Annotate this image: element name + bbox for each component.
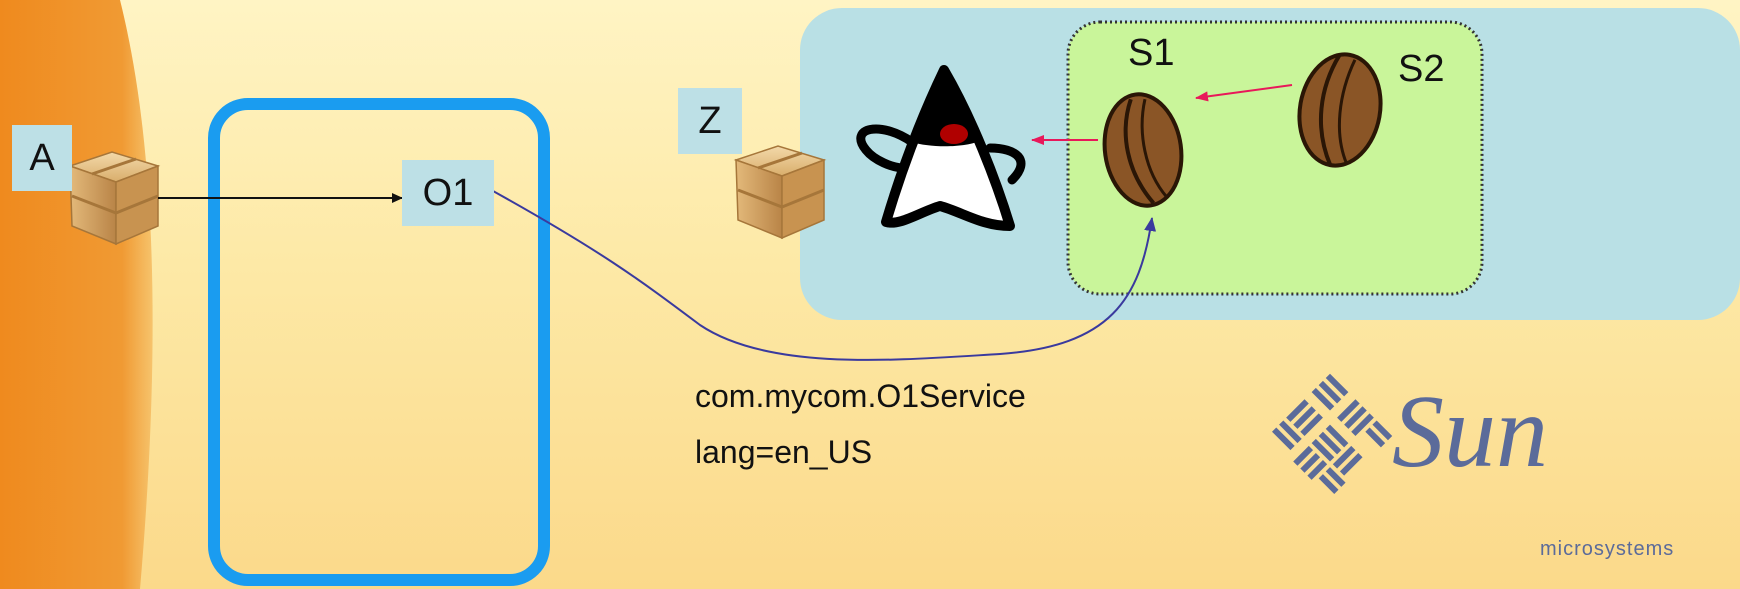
s1-label: S1 <box>1128 32 1175 74</box>
service-o1-label: O1 <box>402 160 494 226</box>
sun-logo-wordmark: Sun <box>1392 374 1548 489</box>
bundle-a-box-icon <box>67 151 161 246</box>
s1-bean-icon <box>1102 92 1184 208</box>
bundle-z-label: Z <box>678 88 742 154</box>
service-dependency-curve <box>483 185 1157 361</box>
framework-container <box>208 98 550 586</box>
sun-logo-tagline: microsystems <box>1540 538 1675 560</box>
sun-logo-icon <box>1272 373 1393 494</box>
s2-bean-icon <box>1297 52 1383 168</box>
bundle-a-label: A <box>12 125 72 191</box>
service-name-text: com.mycom.O1Service <box>695 378 1026 414</box>
service-arrow-s2-to-s1 <box>1195 84 1293 102</box>
service-property-text: lang=en_US <box>695 434 873 470</box>
bundle-z-box-icon <box>733 145 827 240</box>
orange-band <box>0 0 153 589</box>
duke-mascot-icon <box>856 65 1026 231</box>
s2-label: S2 <box>1398 48 1445 90</box>
